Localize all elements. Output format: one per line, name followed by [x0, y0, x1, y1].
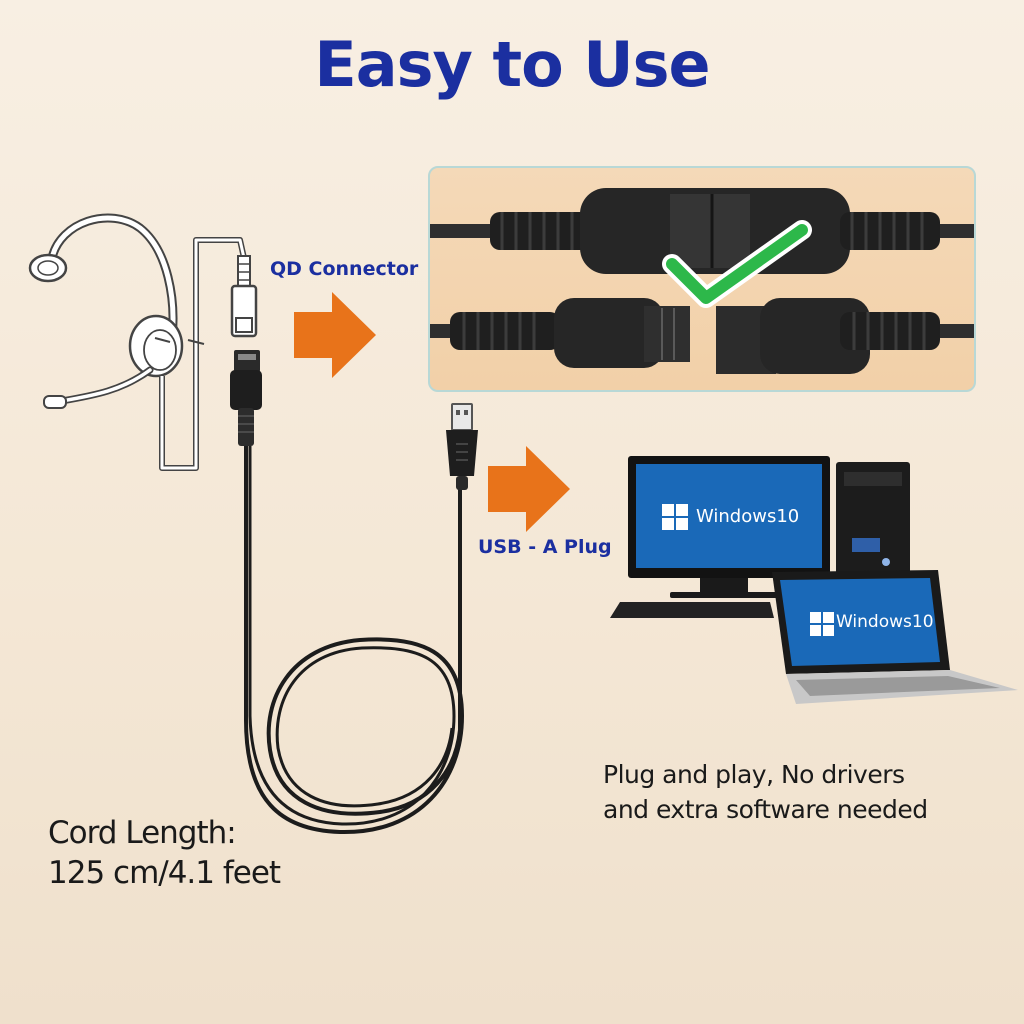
page-title: Easy to Use: [314, 28, 710, 101]
usb-plug-label: USB - A Plug: [478, 536, 612, 558]
cord-length-title: Cord Length:: [48, 815, 237, 851]
qd-connector-closeup: [430, 188, 974, 374]
qd-connector-photo: [428, 166, 976, 392]
cord-length-value: 125 cm/4.1 feet: [48, 855, 281, 891]
plug-and-play-line2: and extra software needed: [603, 795, 928, 824]
qd-connector-label: QD Connector: [270, 258, 419, 280]
arrow-right-icon: [294, 292, 376, 378]
monitor-windows-text: Windows10: [696, 506, 800, 527]
laptop-windows-text: Windows10: [836, 612, 934, 632]
computer-illustration: [610, 456, 1018, 704]
arrow-right-icon: [488, 446, 570, 532]
plug-and-play-line1: Plug and play, No drivers: [603, 760, 905, 789]
